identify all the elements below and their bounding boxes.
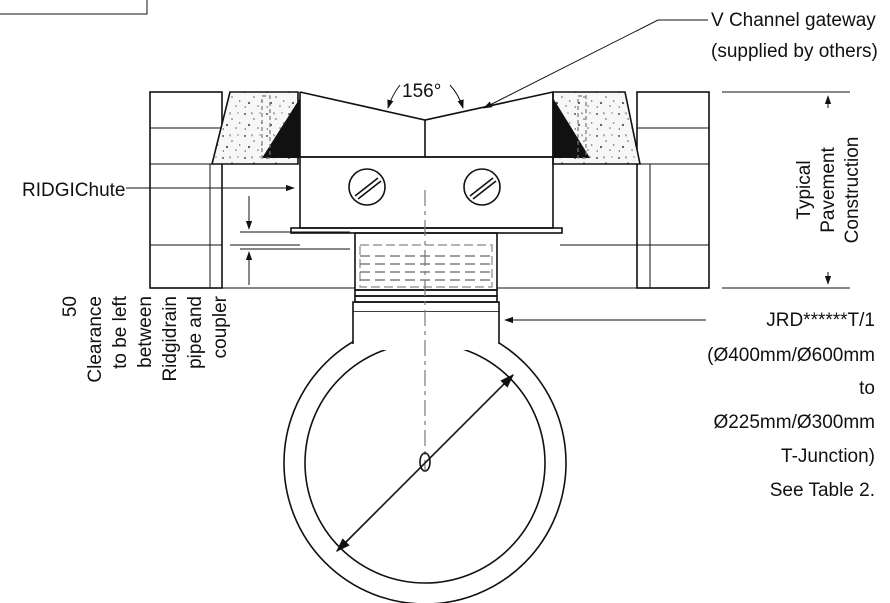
- ridgichute-label: RIDGIChute: [22, 180, 125, 201]
- clearance-dimension: [240, 196, 350, 285]
- clearance-label-line3: to be left: [110, 295, 131, 369]
- v-channel-label-line1: V Channel gateway: [711, 10, 876, 31]
- title-box-fragment: [0, 0, 148, 15]
- pavement-label-line1: Typical: [794, 160, 815, 219]
- steel-angle-right: [553, 98, 590, 158]
- jrd-label-line4: Ø225mm/Ø300mm: [713, 412, 875, 433]
- pavement-label-line3: Construction: [842, 137, 863, 244]
- jrd-label-line2: (Ø400mm/Ø600mm: [707, 345, 875, 366]
- ridgichute-body: [290, 156, 563, 234]
- angle-annotation: 156°: [387, 81, 464, 109]
- clearance-note: 50 Clearance to be left between Ridgidra…: [60, 295, 231, 382]
- clearance-label-line7: coupler: [210, 295, 231, 358]
- pavement-label-line2: Pavement: [818, 147, 839, 233]
- pavement-left: [149, 91, 223, 289]
- ridgichute-callout: RIDGIChute: [22, 180, 295, 201]
- clearance-label-line5: Ridgidrain: [160, 296, 181, 382]
- bolt-right: [463, 168, 501, 206]
- jrd-label-line5: T-Junction): [781, 446, 875, 467]
- clearance-label-line1: 50: [60, 296, 81, 317]
- v-channel-callout: V Channel gateway (supplied by others): [483, 10, 878, 109]
- spigot-riser: [352, 232, 500, 313]
- jrd-label-line6: See Table 2.: [770, 480, 875, 501]
- pavement-dimension: Typical Pavement Construction: [722, 91, 863, 289]
- clearance-label-line4: between: [135, 296, 156, 368]
- bolt-left: [348, 168, 386, 206]
- clearance-label-line6: pipe and: [185, 296, 206, 369]
- t-junction-pipe: [283, 190, 567, 603]
- jrd-callout: JRD******T/1 (Ø400mm/Ø600mm to Ø225mm/Ø3…: [504, 310, 875, 501]
- angle-label: 156°: [402, 81, 441, 102]
- v-channel-label-line2: (supplied by others): [711, 41, 878, 62]
- jrd-label-line3: to: [859, 378, 875, 399]
- clearance-label-line2: Clearance: [85, 296, 106, 383]
- pavement-right: [636, 91, 710, 289]
- steel-angle-left: [262, 98, 300, 158]
- jrd-label-line1: JRD******T/1: [766, 310, 875, 331]
